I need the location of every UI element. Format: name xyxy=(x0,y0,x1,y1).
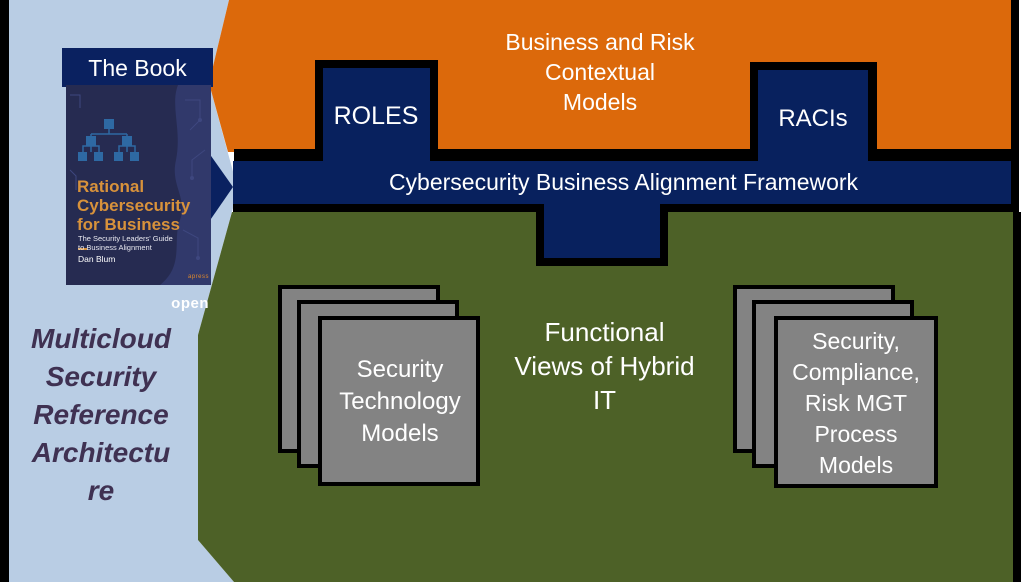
banner-arrow-icon xyxy=(204,146,233,229)
book-cover-circuit-art xyxy=(160,85,211,285)
circuit-lines-icon xyxy=(69,94,206,258)
circuit-dot xyxy=(198,118,202,122)
banner-left-border xyxy=(0,0,9,582)
stack-card-front xyxy=(774,316,938,488)
book-header-panel xyxy=(62,48,213,87)
security-technology-stack xyxy=(278,285,480,486)
racis-tab xyxy=(758,70,868,164)
down-tab xyxy=(544,198,660,258)
org-chart-icon xyxy=(78,119,139,161)
circuit-dot xyxy=(190,176,194,180)
risk-process-stack xyxy=(733,285,938,488)
circuit-dot xyxy=(196,256,200,260)
roles-tab xyxy=(323,68,430,164)
right-border-bottom xyxy=(1013,212,1021,582)
stack-card-front xyxy=(318,316,480,486)
right-border-top xyxy=(1011,0,1019,212)
cover-divider xyxy=(78,248,87,250)
framework-bar xyxy=(233,161,1011,205)
